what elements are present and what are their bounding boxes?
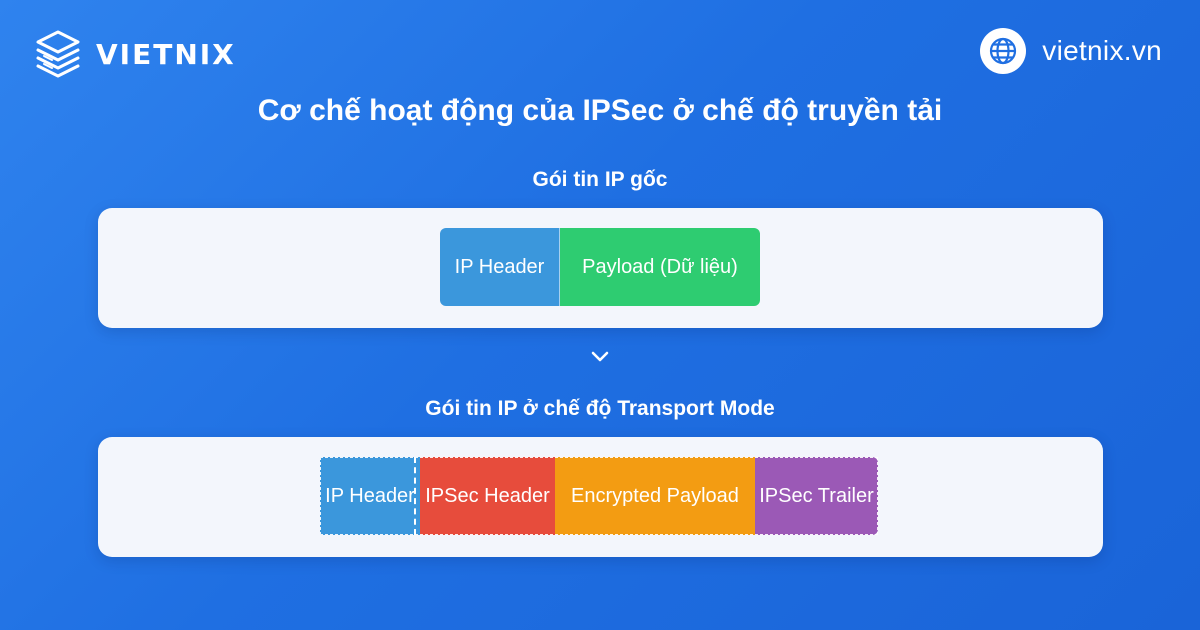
segment-ipsec-trailer: IPSec Trailer bbox=[755, 457, 878, 535]
segment-ipsec-header: IPSec Header bbox=[420, 457, 555, 535]
brand[interactable]: VIETNIX bbox=[30, 26, 236, 82]
transport-packet-title: Gói tin IP ở chế độ Transport Mode bbox=[425, 397, 775, 420]
transport-packet: IP Header IPSec Header Encrypted Payload… bbox=[320, 457, 878, 535]
original-packet-title: Gói tin IP gốc bbox=[532, 168, 668, 191]
globe-badge bbox=[980, 28, 1027, 74]
segment-encrypted-payload: Encrypted Payload bbox=[555, 457, 755, 535]
site-link[interactable]: vietnix.vn bbox=[980, 28, 1162, 74]
globe-icon bbox=[990, 37, 1017, 65]
segment-divider bbox=[414, 457, 416, 535]
page-title: Cơ chế hoạt động của IPSec ở chế độ truy… bbox=[257, 94, 943, 127]
brand-name: VIETNIX bbox=[96, 37, 236, 71]
original-packet: IP Header Payload (Dữ liệu) bbox=[440, 228, 760, 306]
site-url: vietnix.vn bbox=[1042, 35, 1162, 66]
segment-ip-header: IP Header bbox=[440, 228, 560, 306]
segment-payload: Payload (Dữ liệu) bbox=[560, 228, 760, 306]
stacked-layers-icon bbox=[36, 30, 80, 78]
transport-packet-panel: IP Header IPSec Header Encrypted Payload… bbox=[98, 437, 1103, 557]
original-packet-panel: IP Header Payload (Dữ liệu) bbox=[98, 208, 1103, 328]
chevron-down-icon bbox=[588, 345, 612, 369]
segment-ip-header: IP Header bbox=[320, 457, 420, 535]
